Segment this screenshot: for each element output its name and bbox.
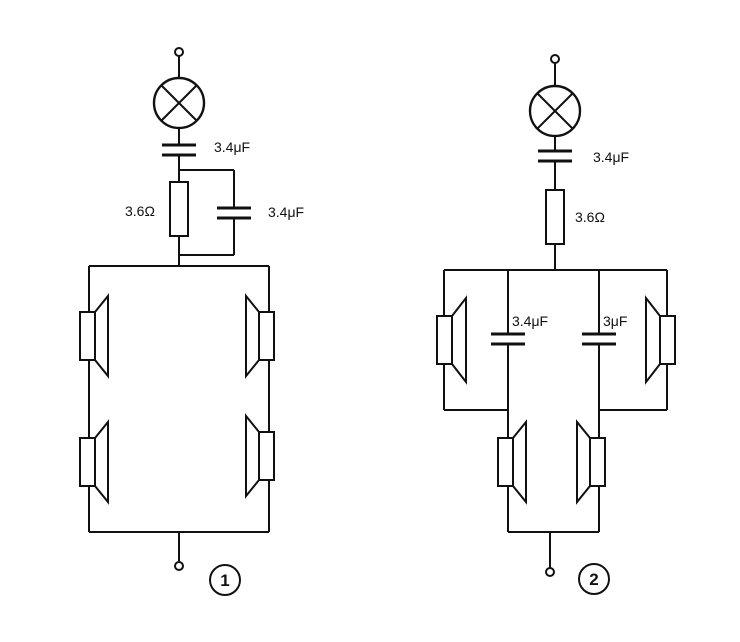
circuit-1-series-capacitor-label: 3.4μF (214, 139, 250, 155)
circuit-2-bottom-terminal (545, 567, 555, 577)
circuit-2-number-badge (578, 563, 610, 595)
circuit-1-lamp (152, 76, 206, 130)
circuit-1-resistor-label: 3.6Ω (125, 203, 155, 219)
circuit-1-bottom-terminal (174, 561, 184, 571)
circuit-2-resistor (545, 189, 565, 245)
circuit-2-lamp (528, 84, 582, 138)
circuit-2-number: 2 (589, 570, 598, 589)
circuit-1: 3.4μF 3.6Ω 3.4μF (79, 47, 304, 596)
circuit-1-resistor (169, 181, 189, 237)
circuit-1-speaker-bottom-right (245, 413, 275, 499)
circuit-2-left-capacitor (491, 332, 525, 346)
circuit-2-series-capacitor-label: 3.4μF (593, 149, 629, 165)
circuit-1-number: 1 (220, 571, 229, 590)
circuit-1-speaker-top-left (79, 293, 109, 379)
circuit-2: 3.4μF 3.6Ω 3.4μF 3μF (436, 54, 676, 595)
circuit-1-series-capacitor (162, 143, 196, 157)
circuit-2-series-capacitor (538, 149, 572, 163)
circuit-2-resistor-label: 3.6Ω (575, 209, 605, 225)
circuit-1-parallel-capacitor-label: 3.4μF (268, 204, 304, 220)
circuit-1-speaker-top-right (245, 293, 275, 379)
circuit-2-top-terminal (550, 54, 560, 64)
circuit-2-speaker-inner-left (497, 419, 527, 505)
circuit-2-right-capacitor (582, 332, 616, 346)
circuit-1-speaker-bottom-left (79, 419, 109, 505)
circuit-1-number-badge (209, 564, 241, 596)
circuit-1-top-terminal (174, 47, 184, 57)
circuit-2-right-capacitor-label: 3μF (603, 313, 627, 329)
circuit-2-speaker-outer-left (436, 295, 467, 385)
circuit-2-left-capacitor-label: 3.4μF (512, 313, 548, 329)
circuit-2-speaker-outer-right (645, 295, 676, 385)
circuit-1-parallel-capacitor (217, 206, 251, 220)
circuit-2-speaker-inner-right (576, 419, 606, 505)
